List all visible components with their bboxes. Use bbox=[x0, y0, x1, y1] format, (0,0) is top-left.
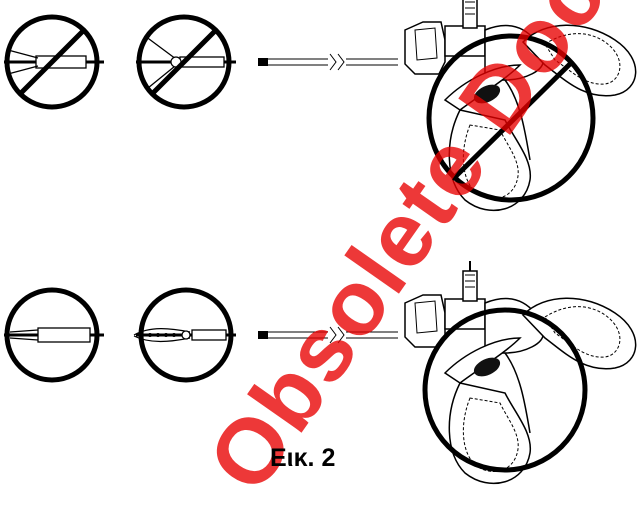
bottom-row bbox=[4, 260, 637, 485]
jaw-closed-prohibited-icon bbox=[4, 14, 104, 110]
top-row bbox=[4, 0, 637, 212]
magnifier-circle-icon bbox=[422, 307, 588, 473]
jaw-closed-correct-icon bbox=[4, 287, 104, 383]
figure-caption: Εικ. 2 bbox=[270, 444, 336, 472]
prohibited-sign-icon bbox=[426, 33, 596, 203]
jaw-open-correct-icon bbox=[133, 287, 236, 383]
jaw-open-prohibited-icon bbox=[136, 14, 236, 110]
